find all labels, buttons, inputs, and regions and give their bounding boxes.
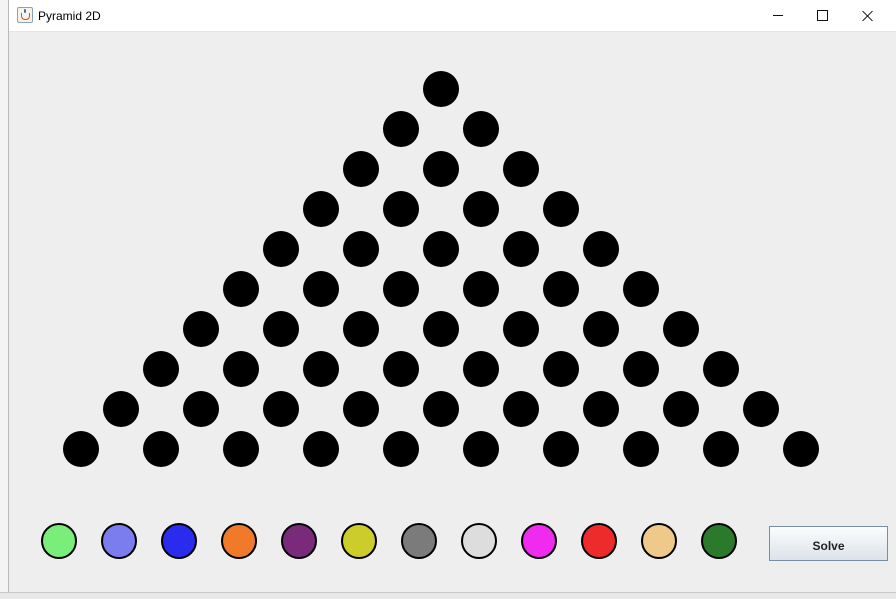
pyramid-ball[interactable] [263,231,299,267]
pyramid-ball[interactable] [263,311,299,347]
pyramid-ball[interactable] [383,191,419,227]
minimize-icon [772,15,783,16]
pyramid-ball[interactable] [223,271,259,307]
pyramid-ball[interactable] [663,391,699,427]
pyramid-ball[interactable] [623,431,659,467]
pyramid-ball[interactable] [623,351,659,387]
pyramid-ball[interactable] [503,151,539,187]
pyramid-ball[interactable] [263,391,299,427]
color-swatch-light-green[interactable] [41,523,77,559]
pyramid-canvas[interactable]: Solve [9,32,896,592]
pyramid-ball[interactable] [663,311,699,347]
pyramid-ball[interactable] [463,191,499,227]
close-icon [862,10,874,22]
pyramid-ball[interactable] [303,431,339,467]
pyramid-ball[interactable] [423,311,459,347]
desktop-left-edge [0,0,8,592]
pyramid-ball[interactable] [383,431,419,467]
pyramid-ball[interactable] [463,351,499,387]
maximize-icon [817,10,828,21]
color-swatch-purple[interactable] [281,523,317,559]
pyramid-ball[interactable] [343,231,379,267]
pyramid-ball[interactable] [223,431,259,467]
pyramid-ball[interactable] [343,311,379,347]
taskbar-edge [0,592,896,599]
color-swatch-olive-yellow[interactable] [341,523,377,559]
pyramid-ball[interactable] [543,431,579,467]
pyramid-ball[interactable] [223,351,259,387]
window-title: Pyramid 2D [38,9,101,23]
minimize-button[interactable] [755,0,800,31]
color-swatch-gray[interactable] [401,523,437,559]
pyramid-ball[interactable] [183,391,219,427]
pyramid-ball[interactable] [463,111,499,147]
pyramid-ball[interactable] [183,311,219,347]
pyramid-ball[interactable] [143,351,179,387]
pyramid-ball[interactable] [743,391,779,427]
pyramid-ball[interactable] [143,431,179,467]
pyramid-ball[interactable] [423,391,459,427]
pyramid-ball[interactable] [383,111,419,147]
color-swatch-magenta[interactable] [521,523,557,559]
java-cup-icon [17,7,33,23]
pyramid-ball[interactable] [503,311,539,347]
close-button[interactable] [845,0,890,31]
pyramid-ball[interactable] [543,191,579,227]
pyramid-ball[interactable] [463,271,499,307]
title-bar[interactable]: Pyramid 2D [9,0,896,32]
pyramid-ball[interactable] [703,351,739,387]
pyramid-ball[interactable] [583,311,619,347]
pyramid-ball[interactable] [583,391,619,427]
pyramid-ball[interactable] [303,191,339,227]
pyramid-ball[interactable] [103,391,139,427]
maximize-button[interactable] [800,0,845,31]
color-swatch-tan[interactable] [641,523,677,559]
pyramid-ball[interactable] [423,71,459,107]
color-swatch-dark-green[interactable] [701,523,737,559]
pyramid-ball[interactable] [703,431,739,467]
pyramid-ball[interactable] [503,231,539,267]
pyramid-ball[interactable] [503,391,539,427]
pyramid-ball[interactable] [63,431,99,467]
pyramid-ball[interactable] [303,271,339,307]
pyramid-ball[interactable] [543,271,579,307]
pyramid-ball[interactable] [583,231,619,267]
color-swatch-light-gray[interactable] [461,523,497,559]
app-window: Pyramid 2D Solve [8,0,896,592]
color-swatch-red[interactable] [581,523,617,559]
solve-button[interactable]: Solve [769,526,888,561]
color-swatch-orange[interactable] [221,523,257,559]
pyramid-ball[interactable] [303,351,339,387]
pyramid-ball[interactable] [783,431,819,467]
pyramid-ball[interactable] [543,351,579,387]
pyramid-ball[interactable] [623,271,659,307]
pyramid-ball[interactable] [383,351,419,387]
pyramid-ball[interactable] [343,391,379,427]
color-swatch-blue[interactable] [161,523,197,559]
pyramid-ball[interactable] [463,431,499,467]
pyramid-ball[interactable] [343,151,379,187]
pyramid-ball[interactable] [423,151,459,187]
pyramid-ball[interactable] [383,271,419,307]
pyramid-ball[interactable] [423,231,459,267]
color-swatch-light-blue[interactable] [101,523,137,559]
